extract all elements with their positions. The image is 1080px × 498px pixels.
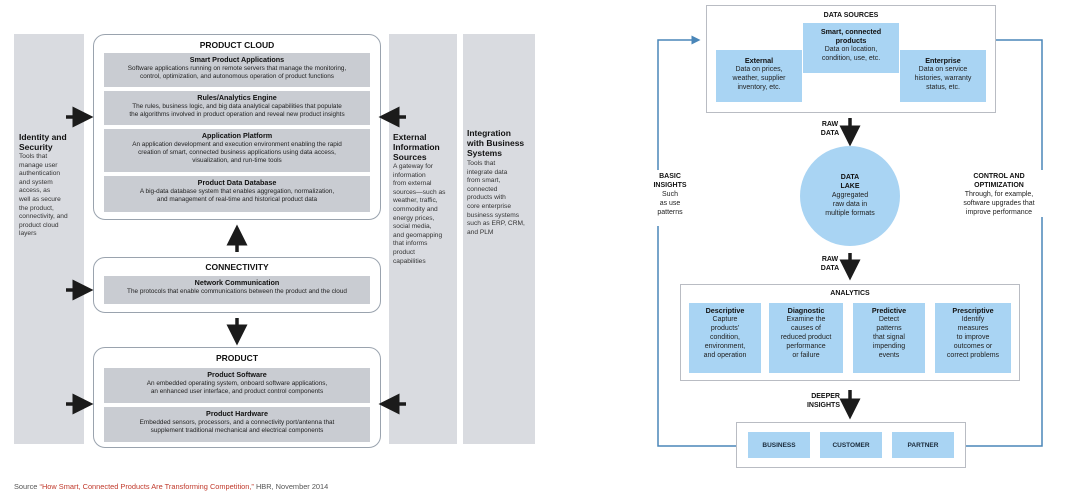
- box-body: Detect patterns that signal impending ev…: [872, 316, 906, 359]
- box-title: Prescriptive: [952, 306, 994, 315]
- analytics-title: ANALYTICS: [830, 290, 870, 297]
- external-info-title: External Information Sources: [393, 132, 440, 162]
- box-body: Data on location, condition, use, etc.: [821, 46, 881, 62]
- basic-insights-title: BASIC INSIGHTS: [653, 173, 687, 189]
- basic-insights-loop-line: [657, 35, 738, 447]
- stakeholder-business: BUSINESS: [748, 432, 810, 458]
- source-prefix: Source: [14, 482, 40, 491]
- deeper-insights-label: DEEPER INSIGHTS: [806, 393, 840, 409]
- stakeholder-customer: CUSTOMER: [820, 432, 882, 458]
- box-body: An embedded operating system, onboard so…: [146, 380, 328, 396]
- rules-analytics-engine-box: Rules/Analytics Engine The rules, busine…: [104, 91, 370, 125]
- analytics-diagnostic-box: Diagnostic Examine the causes of reduced…: [769, 303, 843, 373]
- box-body: Data on service histories, warranty stat…: [914, 66, 972, 91]
- box-body: Embedded sensors, processors, and a conn…: [139, 419, 335, 435]
- analytics-prescriptive-box: Prescriptive Identify measures to improv…: [935, 303, 1011, 373]
- basic-insights-label-bg: [648, 170, 688, 226]
- control-optimization-title: CONTROL AND OPTIMIZATION: [973, 173, 1025, 189]
- box-body: Software applications running on remote …: [127, 65, 347, 81]
- box-title: Smart Product Applications: [189, 55, 285, 64]
- box-title: Descriptive: [705, 306, 745, 315]
- identity-security-title: Identity and Security: [19, 132, 67, 152]
- data-lake-circle: DATA LAKE Aggregated raw data in multipl…: [800, 146, 900, 246]
- data-lake-title: DATA LAKE: [840, 174, 860, 190]
- identity-security-body: Tools that manage user authentication an…: [19, 153, 68, 238]
- external-info-column: [389, 34, 457, 444]
- analytics-descriptive-box: Descriptive Capture products' condition,…: [689, 303, 761, 373]
- connectivity-title: CONNECTIVITY: [205, 262, 269, 272]
- basic-insights-body: Such as use patterns: [657, 191, 683, 216]
- box-title: Application Platform: [201, 131, 273, 140]
- data-sources-title: DATA SOURCES: [823, 12, 879, 19]
- box-title: Product Hardware: [206, 409, 268, 418]
- source-citation: Source “How Smart, Connected Products Ar…: [14, 482, 534, 491]
- box-title: Product Data Database: [197, 178, 277, 187]
- identity-security-column: [14, 34, 84, 444]
- data-lake-body: Aggregated raw data in multiple formats: [825, 192, 875, 217]
- product-hardware-box: Product Hardware Embedded sensors, proce…: [104, 407, 370, 442]
- product-data-database-box: Product Data Database A big-data databas…: [104, 176, 370, 212]
- box-title: Network Communication: [194, 278, 280, 287]
- box-body: Identify measures to improve outcomes or…: [946, 316, 1000, 359]
- box-body: Examine the causes of reduced product pe…: [780, 316, 832, 359]
- box-title: Predictive: [871, 306, 907, 315]
- application-platform-box: Application Platform An application deve…: [104, 129, 370, 172]
- stakeholder-partner: PARTNER: [892, 432, 954, 458]
- box-title: Rules/Analytics Engine: [197, 93, 277, 102]
- external-info-body: A gateway for information from external …: [393, 163, 446, 265]
- smart-product-applications-box: Smart Product Applications Software appl…: [104, 53, 370, 87]
- box-body: A big-data database system that enables …: [139, 188, 335, 204]
- raw-data-label-1: RAW DATA: [820, 121, 840, 137]
- integration-body: Tools that integrate data from smart, co…: [467, 160, 525, 236]
- box-body: The rules, business logic, and big data …: [129, 103, 345, 119]
- box-body: The protocols that enable communications…: [127, 288, 347, 295]
- integration-title: Integration with Business Systems: [467, 128, 525, 158]
- box-title: Product Software: [207, 370, 267, 379]
- control-optimization-note: CONTROL AND OPTIMIZATION Through, for ex…: [944, 172, 1054, 217]
- product-title: PRODUCT: [215, 353, 259, 363]
- source-suffix: HBR, November 2014: [253, 482, 329, 491]
- product-cloud-title: PRODUCT CLOUD: [199, 40, 275, 50]
- box-title: Diagnostic: [787, 306, 825, 315]
- enterprise-source-box: Enterprise Data on service histories, wa…: [900, 50, 986, 102]
- box-title: Enterprise: [925, 56, 961, 65]
- integration-column: [463, 34, 535, 444]
- control-optimization-body: Through, for example, software upgrades …: [963, 191, 1035, 216]
- box-body: An application development and execution…: [132, 141, 342, 165]
- box-body: Data on prices, weather, supplier invent…: [732, 66, 786, 91]
- left-diagram-arrows: [66, 106, 406, 415]
- product-software-box: Product Software An embedded operating s…: [104, 368, 370, 403]
- raw-data-label-2: RAW DATA: [820, 256, 840, 272]
- analytics-predictive-box: Predictive Detect patterns that signal i…: [853, 303, 925, 373]
- box-title: Smart, connected products: [820, 27, 882, 45]
- box-body: Capture products' condition, environment…: [703, 316, 747, 359]
- source-link[interactable]: “How Smart, Connected Products Are Trans…: [39, 482, 254, 491]
- network-communication-box: Network Communication The protocols that…: [104, 276, 370, 304]
- smart-connected-products-box: Smart, connected products Data on locati…: [803, 23, 899, 73]
- external-source-box: External Data on prices, weather, suppli…: [716, 50, 802, 102]
- box-title: External: [744, 56, 774, 65]
- basic-insights-note: BASIC INSIGHTS Such as use patterns: [648, 172, 692, 217]
